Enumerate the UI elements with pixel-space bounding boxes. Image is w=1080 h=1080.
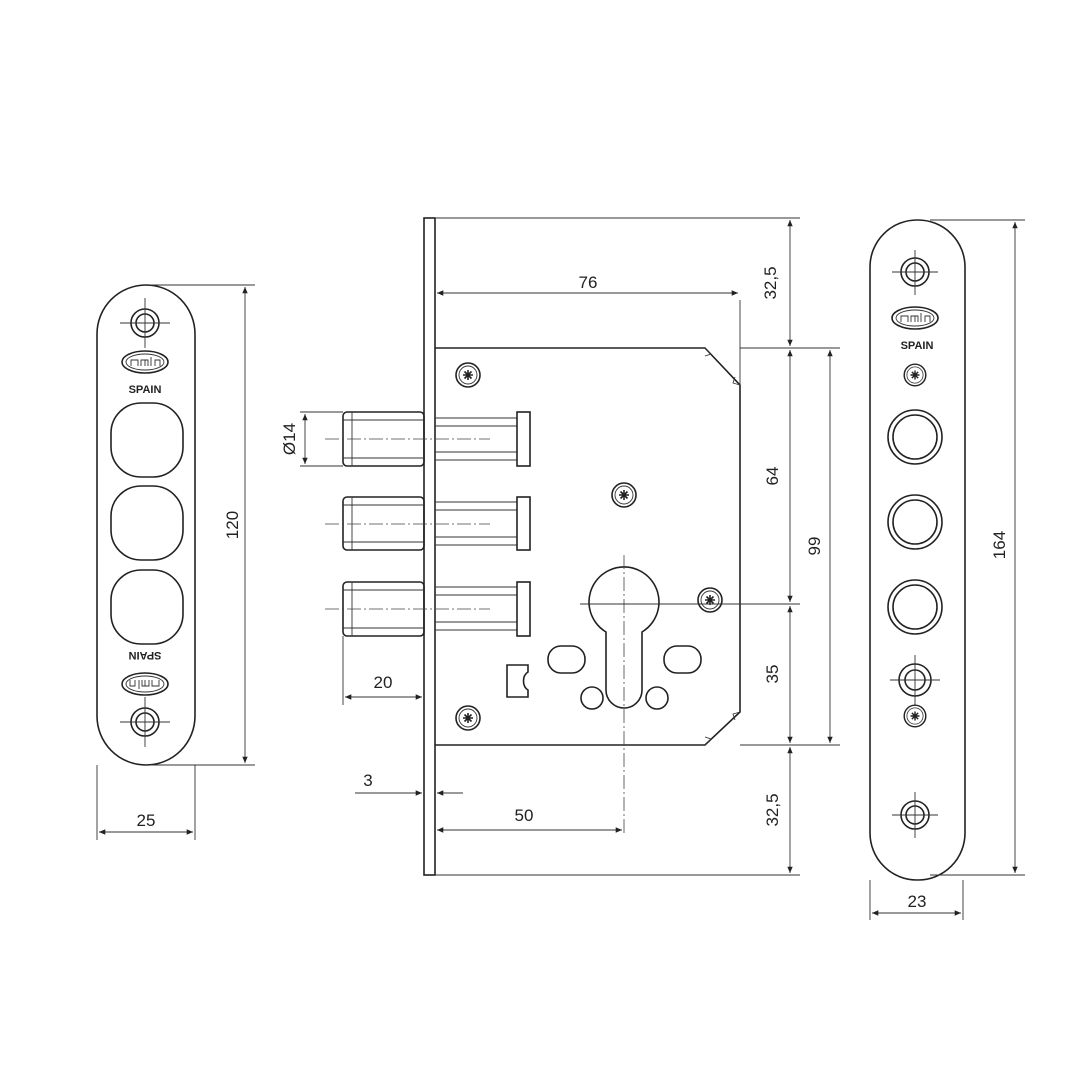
brand-text-inverted: SPAIN xyxy=(129,649,162,661)
dim-inner-height: 99 xyxy=(805,537,824,556)
dim-faceplate-thickness: 3 xyxy=(363,771,372,790)
bolt-opening xyxy=(110,402,184,478)
dim-bolt-diameter: Ø14 xyxy=(280,423,299,455)
dim-top-offset: 32,5 xyxy=(761,266,780,299)
dim-bottom-offset: 32,5 xyxy=(763,793,782,826)
dim-backset-width: 76 xyxy=(579,273,598,292)
brand-logo-icon xyxy=(121,350,169,374)
screw-hole-bottom xyxy=(120,697,170,747)
dim-bolt-throw: 20 xyxy=(374,673,393,692)
screw-icon xyxy=(697,587,723,613)
right-faceplate: SPAIN 164 23 xyxy=(869,219,1025,920)
bolt-opening xyxy=(110,485,184,561)
left-strike-plate: SPAIN SPAIN 120 25 xyxy=(96,284,255,840)
brand-text: SPAIN xyxy=(901,340,934,352)
brand-logo-icon xyxy=(891,306,939,330)
dim-left-height: 120 xyxy=(223,511,242,539)
screw-hole-bottom xyxy=(892,792,938,838)
brand-logo-icon xyxy=(121,672,169,696)
deadbolts xyxy=(325,411,531,637)
lock-body: 76 32,5 64 99 35 32,5 Ø14 20 3 50 xyxy=(280,217,840,876)
faceplate xyxy=(423,217,436,876)
screw-icon xyxy=(455,362,481,388)
screw-hole-top xyxy=(892,250,938,295)
lock-case xyxy=(435,347,741,746)
dim-upper: 64 xyxy=(763,467,782,486)
cylinder-keyhole xyxy=(588,566,660,709)
dim-right-height: 164 xyxy=(990,531,1009,559)
screw-hole-top xyxy=(120,298,170,348)
dim-backset: 50 xyxy=(515,806,534,825)
dim-right-width: 23 xyxy=(908,892,927,911)
dim-lower: 35 xyxy=(763,665,782,684)
screw-icon xyxy=(611,482,637,508)
bolt-opening xyxy=(110,569,184,645)
dim-left-width: 25 xyxy=(137,811,156,830)
screw-icon xyxy=(903,363,927,387)
brand-text: SPAIN xyxy=(129,384,162,396)
cylinder-screw-hole xyxy=(890,655,940,705)
screw-icon xyxy=(455,705,481,731)
screw-icon xyxy=(903,704,927,728)
bolt-openings xyxy=(887,409,943,635)
